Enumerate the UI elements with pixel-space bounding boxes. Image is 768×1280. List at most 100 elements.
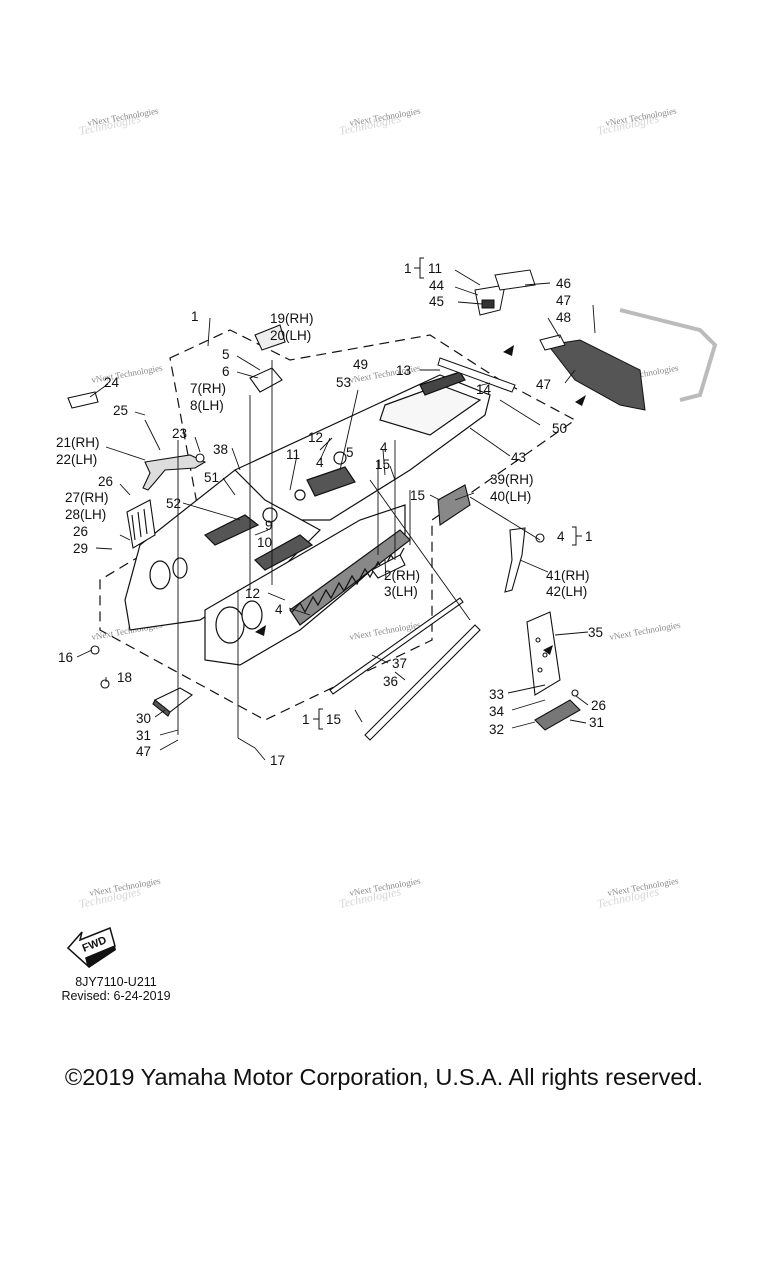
vent-slot xyxy=(143,508,148,535)
callout: 41(RH) xyxy=(546,568,590,583)
callout: 15 xyxy=(326,712,341,727)
rear-flap-assembly xyxy=(437,269,718,411)
tail-light-bulb xyxy=(481,299,495,309)
grommet xyxy=(294,489,306,501)
callout: 45 xyxy=(429,294,444,309)
callout: 36 xyxy=(383,674,398,689)
part-7-bracket xyxy=(249,367,283,393)
callout: 4 xyxy=(380,440,388,455)
callout: 44 xyxy=(429,278,445,293)
plate-hole xyxy=(542,652,548,658)
callout: 31 xyxy=(589,715,604,730)
callout: 11 xyxy=(286,447,300,462)
panel-hole xyxy=(149,560,171,590)
callout: 1 xyxy=(404,261,412,276)
left-parts xyxy=(67,324,286,717)
arrow-icon xyxy=(575,395,586,406)
grommet xyxy=(333,451,347,465)
callout: 19(RH) xyxy=(270,311,314,326)
part-32-step xyxy=(534,699,581,731)
traction-pad xyxy=(306,466,356,497)
rear-bumper-outline xyxy=(619,308,718,402)
callout: 20(LH) xyxy=(270,328,311,343)
callout: 42(LH) xyxy=(546,584,587,599)
frame-tunnel xyxy=(124,371,491,666)
arrow-icon xyxy=(503,345,514,356)
callout: 27(RH) xyxy=(65,490,109,505)
fwd-arrow-icon: FWD xyxy=(66,926,116,969)
main-frame-boundary xyxy=(99,329,577,721)
part-2-bracket xyxy=(371,554,406,579)
watermark: vNext Technologies xyxy=(91,363,164,385)
rod-37 xyxy=(329,597,464,695)
callout: 26 xyxy=(73,524,88,539)
group-bracket xyxy=(572,526,577,546)
flap-bracket xyxy=(539,334,566,351)
callout: 13 xyxy=(396,363,411,378)
callout: 8(LH) xyxy=(190,398,224,413)
callout: 49 xyxy=(353,357,368,372)
callout: 39(RH) xyxy=(490,472,534,487)
callout: 29 xyxy=(73,541,88,556)
part-39-panel xyxy=(437,484,471,526)
part-16-clip xyxy=(90,645,100,655)
callout: 26 xyxy=(98,474,113,489)
traction-pad xyxy=(203,514,260,546)
callout: 50 xyxy=(552,421,567,436)
part-26-bolt xyxy=(571,689,579,697)
callout: 17 xyxy=(270,753,285,768)
revision-date: Revised: 6-24-2019 xyxy=(61,989,170,1003)
callout: 1 xyxy=(302,712,310,727)
arrow-icon xyxy=(255,625,266,636)
svg-text:vNext Technologies: vNext Technologies xyxy=(609,620,682,642)
callout: 1 xyxy=(585,529,593,544)
callout: 35 xyxy=(588,625,603,640)
callout: 15 xyxy=(410,488,425,503)
callout: 37 xyxy=(392,656,407,671)
callout: 31 xyxy=(136,728,151,743)
part-21-handle xyxy=(142,454,207,491)
traction-pad xyxy=(254,534,314,571)
grommet xyxy=(262,507,278,523)
callout: 51 xyxy=(204,470,219,485)
watermark: vNext Technologies xyxy=(609,620,682,642)
svg-text:vNext Technologies: vNext Technologies xyxy=(91,363,164,385)
callout: 4 xyxy=(557,529,565,544)
callout: 33 xyxy=(489,687,504,702)
callout: 9 xyxy=(265,518,273,533)
callout: 47 xyxy=(136,744,151,759)
callout: 47 xyxy=(556,293,571,308)
callout: 21(RH) xyxy=(56,435,100,450)
callout: 24 xyxy=(104,375,120,390)
callout: 3(LH) xyxy=(384,584,418,599)
callout: 40(LH) xyxy=(490,489,531,504)
part-23-cap xyxy=(195,453,205,463)
assembly-boundaries xyxy=(99,329,577,721)
direction-arrows xyxy=(255,345,586,655)
callout: 43 xyxy=(511,450,526,465)
callout: 12 xyxy=(308,430,323,445)
callout: 11 xyxy=(428,261,442,276)
callout: 14 xyxy=(476,382,492,397)
group-brackets xyxy=(313,257,582,730)
callout: 52 xyxy=(166,496,181,511)
callout: 12 xyxy=(245,586,260,601)
callout: 34 xyxy=(489,704,505,719)
callout: 25 xyxy=(113,403,128,418)
callout: 22(LH) xyxy=(56,452,97,467)
part-19-trim xyxy=(254,324,286,351)
rod-36 xyxy=(364,624,481,741)
callout: 28(LH) xyxy=(65,507,106,522)
drawing-code: 8JY7110-U211 xyxy=(75,975,157,989)
callout: 53 xyxy=(336,375,351,390)
arrow-icon xyxy=(543,645,553,655)
tail-light-lens xyxy=(494,269,536,291)
callout: 6 xyxy=(222,364,230,379)
callout: 46 xyxy=(556,276,571,291)
plate-hole xyxy=(537,667,543,673)
panel-hole xyxy=(241,600,263,630)
